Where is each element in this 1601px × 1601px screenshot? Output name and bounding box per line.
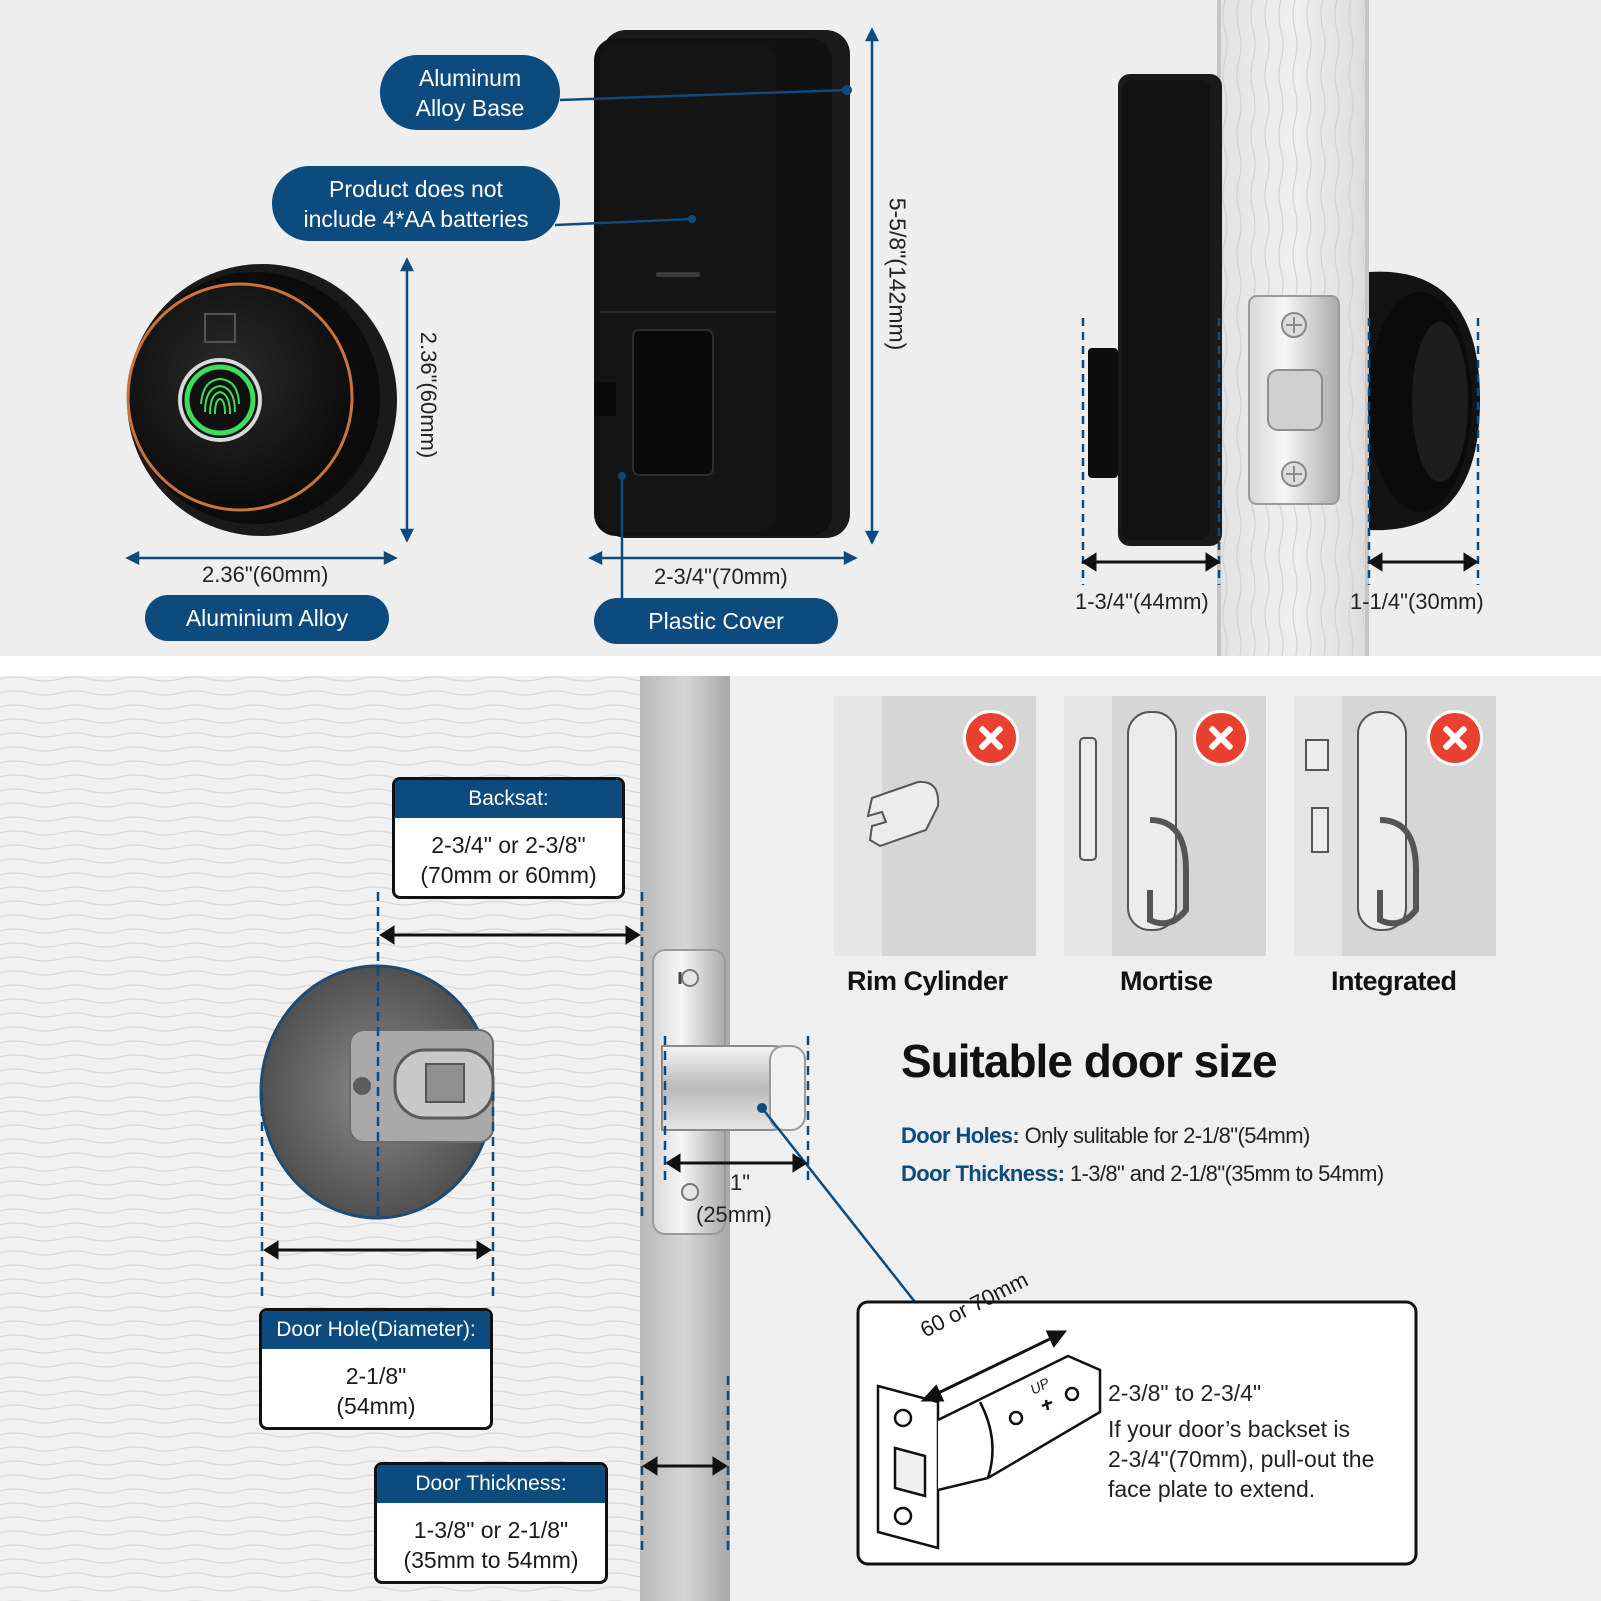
suitable-door-size-heading: Suitable door size: [901, 1035, 1278, 1087]
latch-leader: [761, 1107, 916, 1303]
latch-note-box: [856, 1300, 1418, 1566]
latch-depth-line2: (25mm): [696, 1202, 772, 1227]
door-hole-title: Door Hole(Diameter):: [262, 1311, 490, 1349]
rear-unit-width: 2-3/4"(70mm): [654, 564, 788, 589]
backset-title: Backsat:: [395, 780, 622, 818]
bottom-dims: [263, 925, 808, 1476]
inner-depth-label: 1-3/4"(44mm): [1075, 589, 1209, 614]
rim-cylinder-not-supported-icon: [963, 710, 1019, 766]
batteries-line2: include 4*AA batteries: [303, 205, 529, 232]
side-view-guides: [1081, 318, 1480, 585]
rim-cylinder-label: Rim Cylinder: [847, 966, 1008, 996]
rear-unit-height: 5-5/8"(142mm): [884, 197, 911, 351]
door-thickness-line2: (35mm to 54mm): [403, 1547, 579, 1573]
aluminum-base-line1: Aluminum: [418, 64, 522, 91]
round-lock-image: [126, 264, 397, 536]
callout-leaders: [554, 88, 848, 598]
door-thickness-line1: 1-3/8" or 2-1/8": [413, 1517, 569, 1543]
integrated-not-supported-icon: [1427, 710, 1483, 766]
aluminum-base-line2: Alloy Base: [415, 94, 525, 121]
door-hole-line1: 2-1/8": [345, 1363, 407, 1389]
latch-note-line3: face plate to extend.: [1108, 1476, 1316, 1502]
door-holes-spec: Door Holes: Only sulitable for 2-1/8"(54…: [901, 1123, 1310, 1149]
side-view-dims: [1081, 552, 1479, 572]
rear-unit-dims: [588, 27, 880, 566]
door-holes-value: Only sulitable for 2-1/8"(54mm): [1024, 1123, 1311, 1148]
door-thickness-spec: Door Thickness: 1-3/8" and 2-1/8"(35mm t…: [901, 1161, 1384, 1187]
batteries-callout: Product does not include 4*AA batteries: [272, 166, 560, 241]
door-thickness-box: Door Thickness: 1-3/8" or 2-1/8" (35mm t…: [374, 1462, 608, 1584]
backset-box: Backsat: 2-3/4" or 2-3/8" (70mm or 60mm): [392, 777, 625, 899]
latch-note: If your door’s backset is 2-3/4"(70mm), …: [1108, 1414, 1374, 1504]
outer-depth-label: 1-1/4"(30mm): [1350, 589, 1484, 614]
mortise-not-supported-icon: [1193, 710, 1249, 766]
bottom-guides: [260, 892, 810, 1556]
round-lock-height: 2.36"(60mm): [416, 331, 441, 459]
backset-range: 2-3/8" to 2-3/4": [1108, 1380, 1262, 1406]
plastic-cover-label: Plastic Cover: [594, 598, 838, 644]
mortise-label: Mortise: [1120, 966, 1213, 996]
batteries-line1: Product does not: [329, 175, 503, 202]
side-view-image: [1088, 0, 1480, 656]
door-thickness-value: 1-3/8" and 2-1/8"(35mm to 54mm): [1069, 1161, 1384, 1186]
aluminum-base-callout: Aluminum Alloy Base: [380, 55, 560, 130]
backset-line1: 2-3/4" or 2-3/8": [431, 832, 586, 858]
latch-length-arrow: [920, 1330, 1068, 1402]
door-thickness-key: Door Thickness:: [901, 1161, 1065, 1186]
round-lock-width: 2.36"(60mm): [202, 562, 329, 587]
door-holes-key: Door Holes:: [901, 1123, 1020, 1148]
latch-depth-line1: 1": [730, 1170, 751, 1195]
integrated-label: Integrated: [1331, 966, 1457, 996]
door-hole-box: Door Hole(Diameter): 2-1/8" (54mm): [259, 1308, 493, 1430]
backset-line2: (70mm or 60mm): [420, 862, 597, 888]
door-thickness-title: Door Thickness:: [377, 1465, 605, 1503]
door-hole-line2: (54mm): [336, 1393, 416, 1419]
aluminium-alloy-label: Aluminium Alloy: [145, 595, 389, 641]
rear-unit-image: [594, 30, 852, 538]
latch-note-line2: 2-3/4"(70mm), pull-out the: [1108, 1446, 1375, 1472]
latch-note-line1: If your door’s backset is: [1108, 1416, 1351, 1442]
adjustable-latch-drawing: [876, 1354, 1102, 1550]
round-lock-dims: [125, 257, 415, 566]
